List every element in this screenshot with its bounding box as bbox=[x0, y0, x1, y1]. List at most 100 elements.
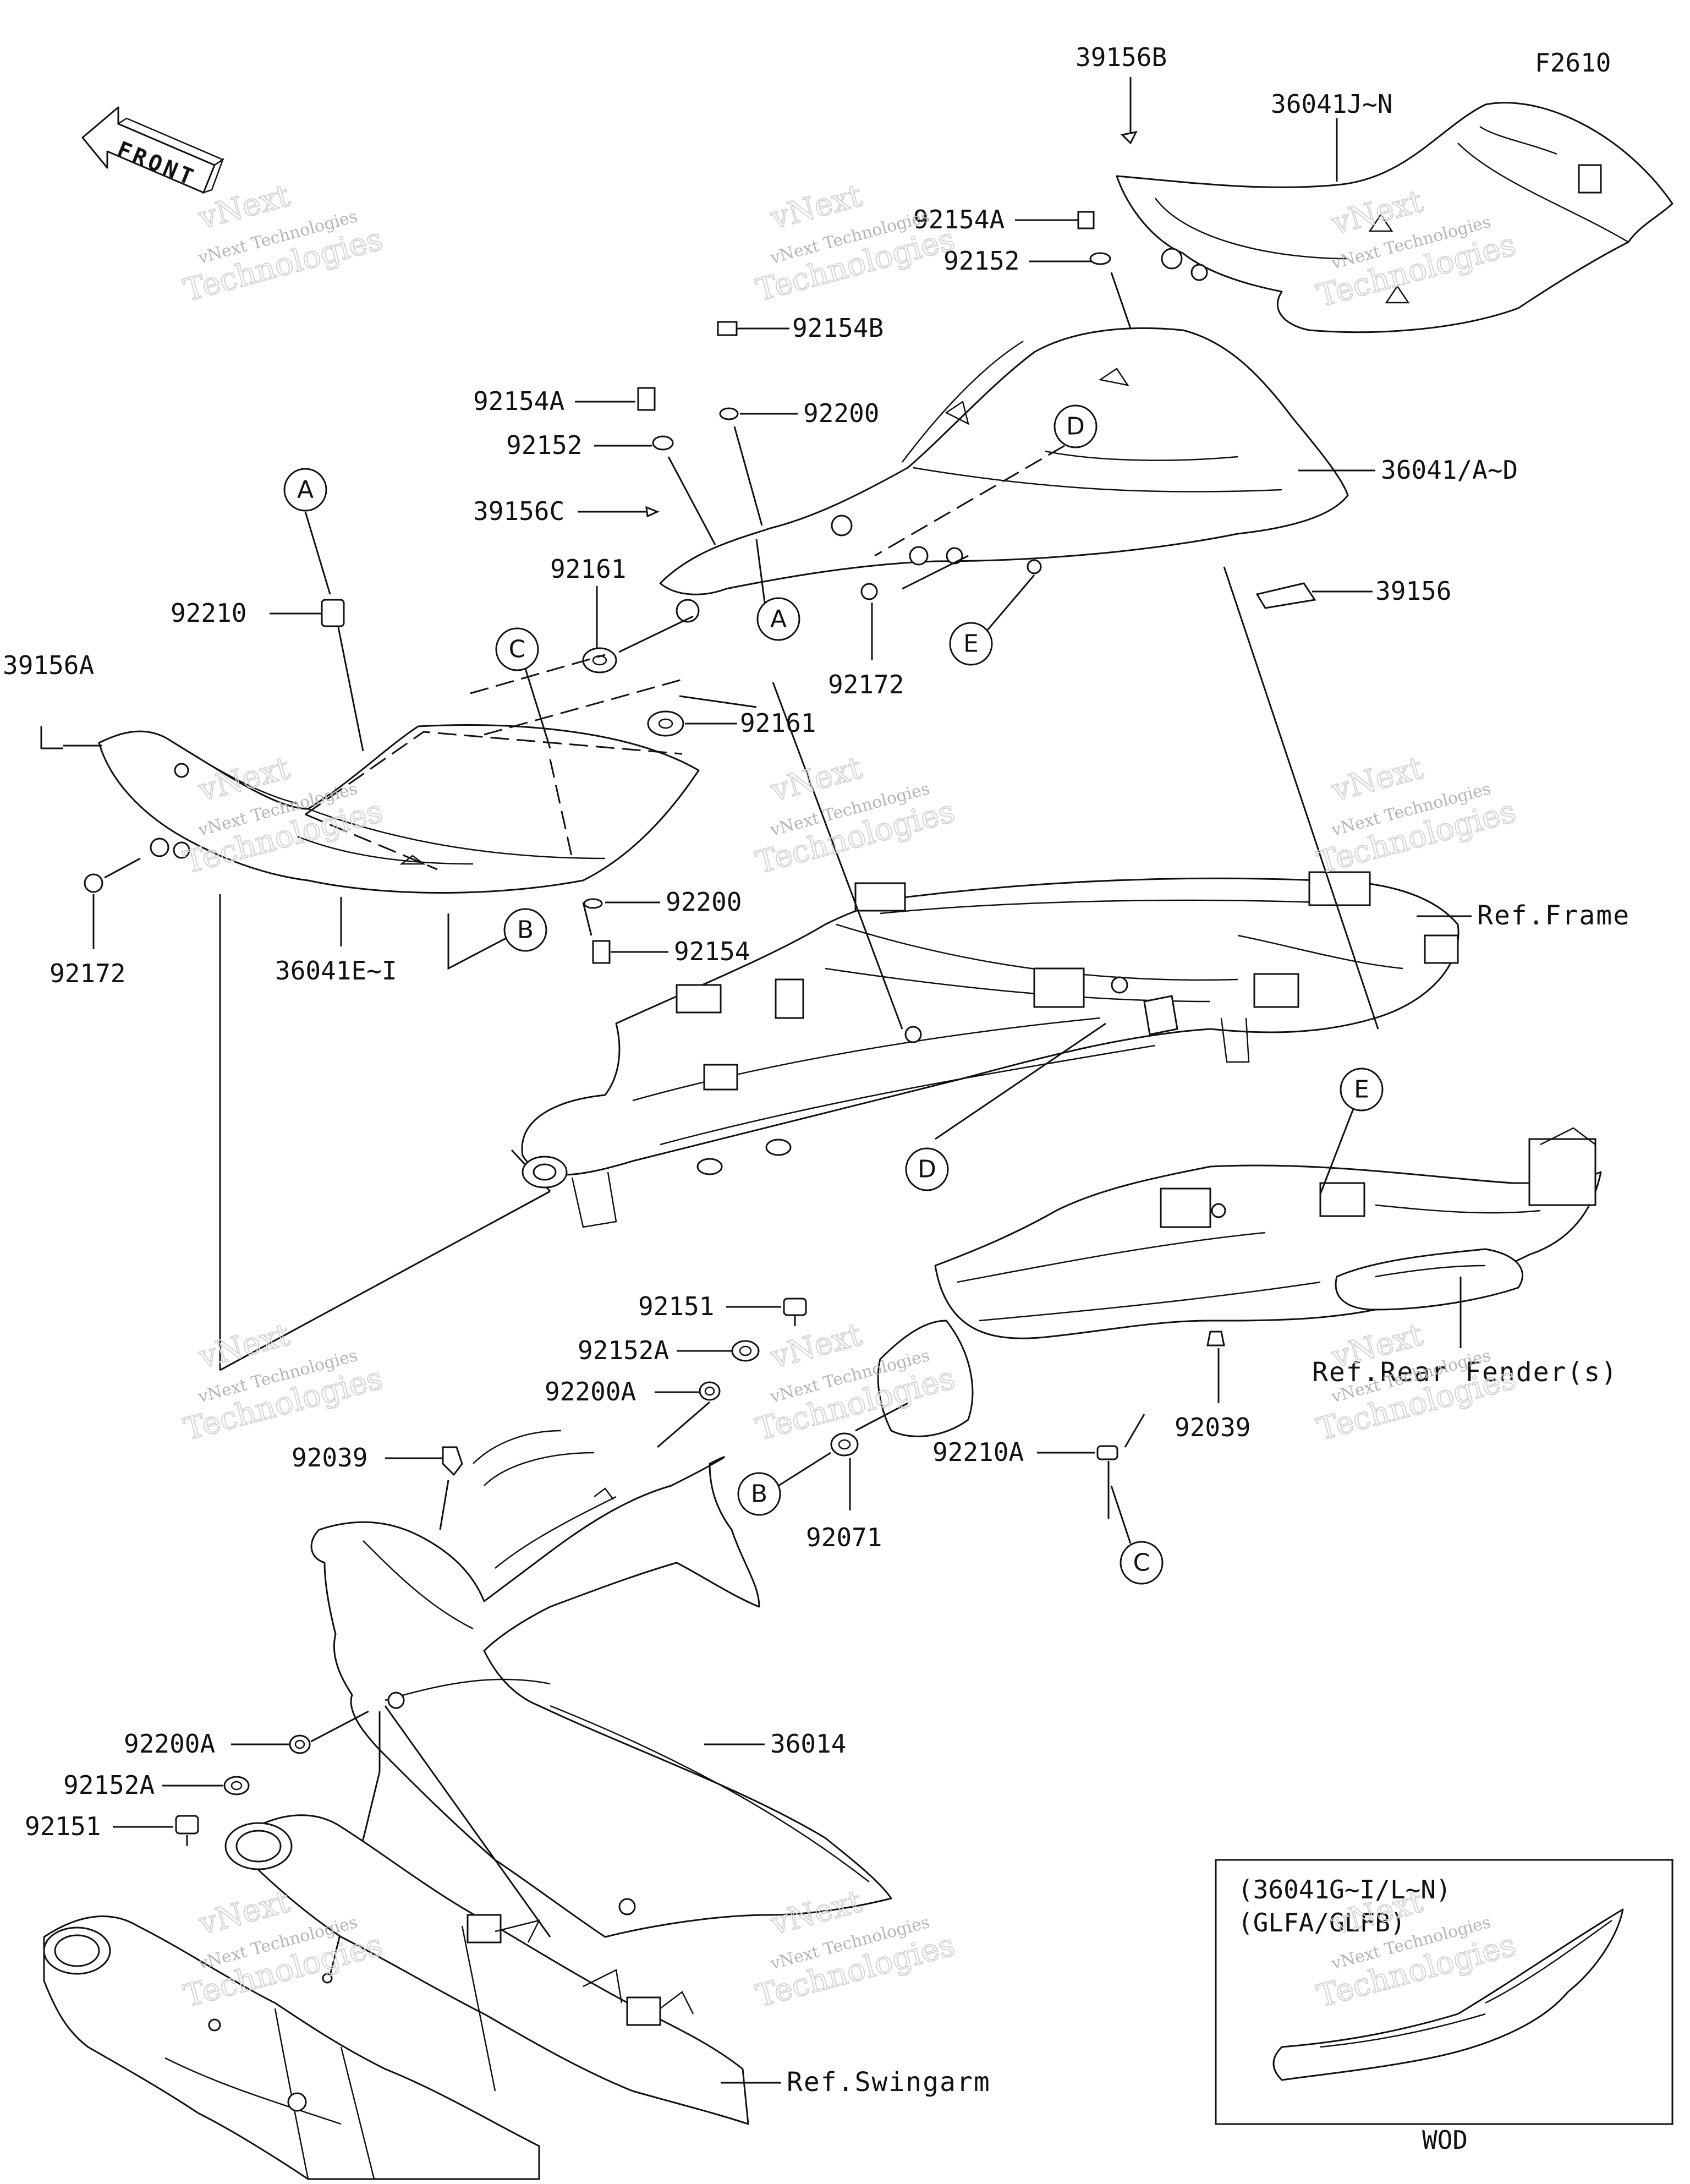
label-92200-mid: 92200 bbox=[582, 887, 742, 936]
front-direction-arrow-icon: FRONT bbox=[81, 106, 224, 194]
svg-text:92200: 92200 bbox=[803, 398, 879, 428]
label-39156A: 39156A bbox=[3, 650, 102, 749]
svg-text:92172: 92172 bbox=[828, 670, 904, 699]
label-92172-mid: 92172 bbox=[828, 555, 969, 699]
label-92039-left: 92039 bbox=[292, 1443, 463, 1530]
callout-B-upper: B bbox=[447, 908, 547, 970]
label-92210: 92210 bbox=[171, 598, 364, 752]
svg-text:92154B: 92154B bbox=[792, 313, 884, 343]
svg-text:92200A: 92200A bbox=[124, 1729, 215, 1759]
svg-text:92039: 92039 bbox=[1175, 1413, 1250, 1442]
label-92210A: 92210A bbox=[932, 1414, 1145, 1519]
svg-text:92161: 92161 bbox=[740, 708, 816, 738]
svg-text:92152: 92152 bbox=[943, 246, 1019, 276]
svg-text:92161: 92161 bbox=[550, 554, 626, 584]
label-39156: 39156 bbox=[1255, 576, 1451, 609]
svg-text:B: B bbox=[751, 1480, 767, 1508]
side-cover-lower bbox=[98, 724, 700, 894]
label-92200A-mid: 92200A bbox=[545, 1377, 721, 1448]
svg-text:A: A bbox=[297, 476, 314, 504]
svg-text:C: C bbox=[509, 636, 526, 664]
label-92151-low: 92151 bbox=[25, 1811, 199, 1846]
variant-inset: (36041G~I/L~N) (GLFA/GLFB) WOD bbox=[1215, 1859, 1673, 2155]
chain-cover bbox=[310, 1430, 892, 1938]
label-92152A-low: 92152A bbox=[63, 1770, 250, 1800]
label-92154A-top: 92154A bbox=[913, 205, 1095, 234]
svg-text:92071: 92071 bbox=[806, 1523, 882, 1552]
label-92161-right: 92161 bbox=[647, 695, 816, 738]
svg-text:Ref.Swingarm: Ref.Swingarm bbox=[787, 2067, 991, 2098]
callout-C-lower: C bbox=[1110, 1485, 1164, 1585]
svg-text:92151: 92151 bbox=[638, 1291, 714, 1321]
label-92200-top: 92200 bbox=[719, 398, 879, 526]
callout-A-upper: A bbox=[283, 468, 331, 595]
svg-text:A: A bbox=[770, 605, 787, 633]
svg-text:D: D bbox=[918, 1156, 936, 1184]
label-36014: 36014 bbox=[704, 1729, 846, 1759]
swingarm-assembly bbox=[43, 1814, 749, 2180]
label-92161-left: 92161 bbox=[550, 554, 694, 674]
svg-text:36041J~N: 36041J~N bbox=[1271, 89, 1393, 119]
label-92039-right: 92039 bbox=[1175, 1331, 1250, 1442]
tail-cowl-upper bbox=[1116, 102, 1673, 333]
label-39156C: 39156C bbox=[473, 496, 660, 526]
inset-line-2: (GLFA/GLFB) bbox=[1238, 1908, 1406, 1937]
callout-A-lower: A bbox=[755, 539, 800, 641]
label-ref-rear-fender: Ref.Rear Fender(s) bbox=[1312, 1277, 1618, 1388]
svg-text:39156A: 39156A bbox=[3, 650, 94, 680]
frame-assembly bbox=[521, 871, 1459, 1228]
label-ref-swingarm: Ref.Swingarm bbox=[721, 2067, 991, 2098]
svg-text:36014: 36014 bbox=[770, 1729, 846, 1759]
svg-text:92154: 92154 bbox=[674, 937, 750, 966]
svg-text:92154A: 92154A bbox=[473, 386, 564, 416]
svg-text:E: E bbox=[963, 630, 979, 658]
callout-E-lower: E bbox=[1319, 1068, 1384, 1195]
rear-fender-assembly bbox=[877, 1127, 1602, 1437]
label-92152A-mid: 92152A bbox=[578, 1335, 760, 1365]
svg-text:39156B: 39156B bbox=[1076, 42, 1167, 72]
svg-text:92200A: 92200A bbox=[545, 1377, 636, 1406]
label-36041J-N: 36041J~N bbox=[1271, 89, 1393, 182]
svg-text:39156C: 39156C bbox=[473, 496, 564, 526]
svg-text:92200: 92200 bbox=[666, 887, 742, 917]
svg-text:92172: 92172 bbox=[50, 959, 125, 988]
label-92154: 92154 bbox=[592, 937, 750, 966]
callout-B-lower: B bbox=[737, 1452, 831, 1516]
svg-text:92039: 92039 bbox=[292, 1443, 367, 1473]
callout-D-lower: D bbox=[905, 1147, 949, 1191]
inset-line-1: (36041G~I/L~N) bbox=[1238, 1875, 1451, 1904]
side-cover-main bbox=[659, 327, 1349, 623]
svg-text:92210A: 92210A bbox=[932, 1437, 1024, 1467]
svg-text:36041/A~D: 36041/A~D bbox=[1381, 455, 1518, 485]
label-92154A: 92154A bbox=[473, 386, 656, 416]
inset-caption: WOD bbox=[1422, 2125, 1468, 2155]
label-92152: 92152 bbox=[506, 430, 716, 545]
svg-text:92154A: 92154A bbox=[913, 205, 1005, 234]
label-92154B: 92154B bbox=[717, 313, 884, 343]
svg-text:92210: 92210 bbox=[171, 598, 246, 628]
svg-text:Ref.Rear Fender(s): Ref.Rear Fender(s) bbox=[1312, 1357, 1618, 1388]
diagram-code: F2610 bbox=[1535, 48, 1611, 78]
label-92172-left: 92172 bbox=[50, 857, 141, 988]
svg-text:36041E~I: 36041E~I bbox=[275, 956, 397, 986]
callout-C-upper: C bbox=[495, 627, 551, 749]
label-92071: 92071 bbox=[806, 1402, 908, 1552]
svg-text:E: E bbox=[1354, 1076, 1369, 1104]
label-39156B: 39156B bbox=[1076, 42, 1167, 145]
callout-E-upper: E bbox=[949, 574, 1035, 666]
svg-text:92152A: 92152A bbox=[578, 1335, 669, 1365]
svg-text:92152A: 92152A bbox=[63, 1770, 155, 1800]
label-36041E-I: 36041E~I bbox=[275, 897, 397, 986]
svg-text:92151: 92151 bbox=[25, 1811, 101, 1841]
svg-text:92152: 92152 bbox=[506, 430, 582, 460]
callout-D-upper: D bbox=[874, 404, 1098, 557]
label-92152-top: 92152 bbox=[943, 246, 1200, 529]
svg-text:B: B bbox=[517, 916, 534, 944]
svg-text:C: C bbox=[1133, 1549, 1150, 1577]
label-92151-mid: 92151 bbox=[638, 1291, 807, 1326]
label-36041-A-D: 36041/A~D bbox=[1298, 455, 1518, 485]
svg-text:Ref.Frame: Ref.Frame bbox=[1477, 900, 1630, 931]
label-92200A-low: 92200A bbox=[124, 1710, 369, 1759]
label-ref-frame: Ref.Frame bbox=[1417, 900, 1630, 931]
